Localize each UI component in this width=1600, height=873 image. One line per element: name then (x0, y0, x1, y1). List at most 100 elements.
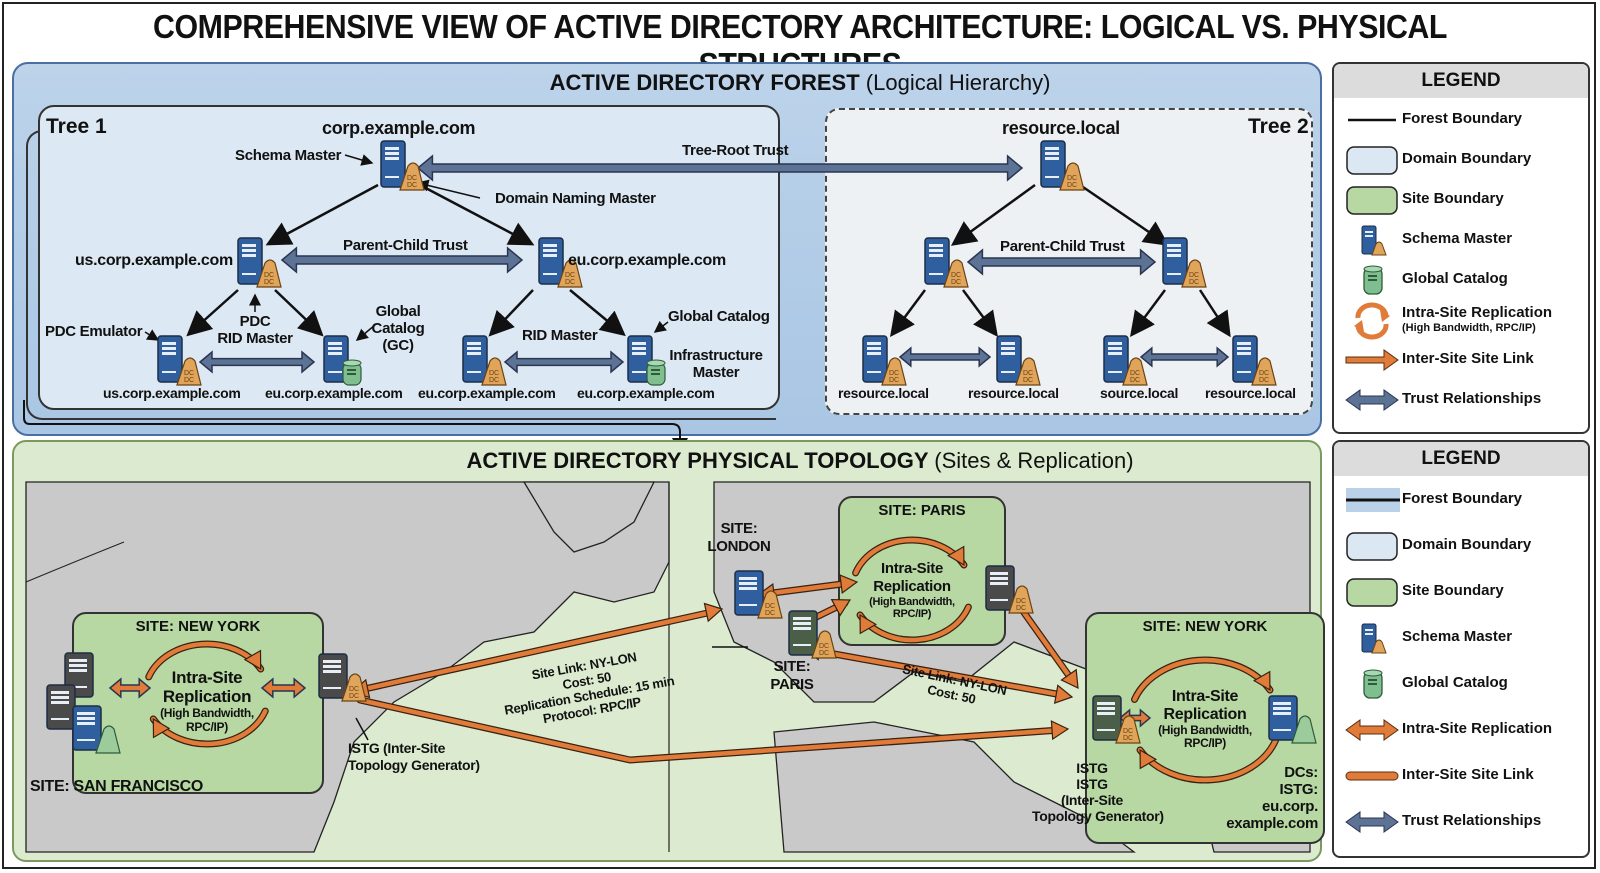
forest-title-sub: (Logical Hierarchy) (865, 70, 1051, 95)
site-link-paris-ny-head (1053, 684, 1074, 704)
legend-label: Forest Boundary (1402, 110, 1522, 127)
ny-east-curve-bottom-head (1139, 748, 1158, 770)
legend-symbol (1344, 530, 1400, 562)
istg-east-line4: Topology Generator) (1032, 808, 1164, 824)
legend-label: Global Catalog (1402, 270, 1508, 287)
edge-root-to-us (265, 183, 379, 246)
site-paris-title: SITE: PARIS (878, 502, 966, 519)
database-icon (1363, 669, 1383, 699)
svg-text:DC: DC (407, 175, 417, 182)
svg-text:DC: DC (951, 272, 961, 279)
legend-item: Intra-Site Replication (1334, 714, 1588, 746)
svg-text:DC: DC (1189, 272, 1199, 279)
legend-item: Domain Boundary (1334, 144, 1588, 176)
legend-symbol (1344, 264, 1400, 296)
legend-item: Inter-Site Site Link (1334, 760, 1588, 792)
legend-label-text: Inter-Site Site Link (1402, 766, 1534, 783)
istg-east-line2: ISTG (1076, 776, 1108, 792)
dcs-line4: example.com (1226, 815, 1318, 832)
legend-item: Inter-Site Site Link (1334, 344, 1588, 376)
legend-item: Site Boundary (1334, 184, 1588, 216)
legend-symbol (1344, 144, 1400, 176)
svg-text:DC: DC (565, 272, 575, 279)
legend-label: Intra-Site Replication (1402, 720, 1552, 737)
ny-west-curve-top-head (243, 649, 262, 671)
edge-t2-left-leaf1 (890, 289, 927, 338)
infrastructure-master-label: Infrastructure Master (666, 347, 766, 381)
tree2-leaf4-server: DC DC (1232, 335, 1277, 386)
site-link-ny-lon (357, 609, 715, 693)
site-ny-east-title: SITE: NEW YORK (1142, 618, 1268, 635)
site-paris: SITE: PARIS (838, 496, 1006, 646)
paris-small-line2: PARIS (770, 676, 814, 693)
edge-t2-right-leaf3 (1130, 289, 1167, 338)
forest-title: ACTIVE DIRECTORY FOREST (Logical Hierarc… (0, 70, 1600, 96)
tree2-leaf3-server: DC DC (1103, 335, 1148, 386)
legend-label-text: Schema Master (1402, 628, 1513, 645)
legend-label: Trust Relationships (1402, 390, 1541, 407)
paris-repl-line1: Intra-Site (880, 560, 943, 577)
tree2-leaf2-server: DC DC (996, 335, 1041, 386)
istg-east-label: ISTG ISTG (Inter-Site Topology Generator… (1032, 760, 1164, 824)
tree1-label: Tree 1 (46, 115, 107, 138)
repl-line2: Replication (162, 687, 252, 706)
edge-eu-to-leaf3 (488, 289, 534, 337)
istg-east-line1: ISTG (1076, 760, 1108, 776)
tree1-parent-child-trust-arrow (280, 246, 524, 274)
svg-text:DC: DC (264, 272, 274, 279)
svg-text:DC: DC (1259, 370, 1269, 377)
tree2-root-server: DC DC (1040, 140, 1085, 191)
legend-label: Inter-Site Site Link (1402, 766, 1534, 783)
edge-t2-root-right (1079, 183, 1170, 246)
istg-west-callout (355, 717, 369, 741)
paris-curve-top-head (946, 545, 965, 567)
paris-site-server: DC DC (985, 565, 1034, 614)
london-line1: SITE: (720, 520, 758, 537)
legend-label-sub: (High Bandwidth, RPC/IP) (1402, 322, 1536, 334)
site-link-paris-ny (809, 647, 1065, 698)
legend-symbol (1344, 302, 1400, 340)
legend-symbol (1344, 484, 1400, 516)
schema-master-label: Schema Master (235, 147, 342, 164)
ny-west-replication-arrow-right (260, 677, 307, 699)
double-arrow-icon (1345, 811, 1399, 833)
legend-label: Site Boundary (1402, 190, 1504, 207)
paris-small-head (830, 598, 852, 617)
legend-label-text: Domain Boundary (1402, 150, 1532, 167)
tree-root-trust-label: Tree-Root Trust (682, 142, 789, 159)
svg-text:DC: DC (889, 370, 899, 377)
site-link-ny-ny-head (1050, 720, 1070, 741)
tree1-leaf-trust-arrow-right (503, 350, 625, 374)
svg-text:DC: DC (889, 377, 899, 384)
site-london-label: SITE: LONDON (704, 520, 774, 556)
legend-label-text: Domain Boundary (1402, 536, 1532, 553)
legend-label: Intra-Site Replication(High Bandwidth, R… (1402, 304, 1552, 334)
physical-title: ACTIVE DIRECTORY PHYSICAL TOPOLOGY (Site… (0, 448, 1600, 474)
map-coast-line (25, 541, 125, 583)
legend-label-text: Forest Boundary (1402, 110, 1523, 127)
callout-global-catalog (653, 320, 669, 333)
legend-item: Forest Boundary (1334, 484, 1588, 516)
svg-text:DC: DC (819, 650, 829, 657)
legend-label-text: Global Catalog (1402, 674, 1508, 691)
ny-east-dc-server (1268, 695, 1317, 744)
svg-text:DC: DC (1123, 735, 1133, 742)
pdc-rid-label: PDC RID Master (212, 313, 298, 347)
legend-item: Site Boundary (1334, 576, 1588, 608)
tree2-parent-child-trust-arrow (966, 248, 1157, 276)
legend-symbol (1344, 224, 1400, 256)
svg-text:DC: DC (407, 182, 417, 189)
tree1-parent-child-trust-label: Parent-Child Trust (343, 237, 468, 254)
legend-symbol (1344, 622, 1400, 654)
tree1-leaf-4: eu.corp.example.com (577, 385, 715, 401)
edge-us-to-leaf2 (274, 289, 324, 337)
site-link-ny-lon-head (703, 602, 724, 623)
svg-text:DC: DC (184, 377, 194, 384)
callout-pdc-emulator (144, 329, 160, 341)
legend-symbol (1344, 760, 1400, 792)
paris-repl-line2: Replication (873, 578, 951, 595)
tree2-left-server: DC DC (924, 237, 969, 288)
tree1-root-server: DC DC (380, 140, 425, 191)
legend-symbol (1344, 384, 1400, 416)
